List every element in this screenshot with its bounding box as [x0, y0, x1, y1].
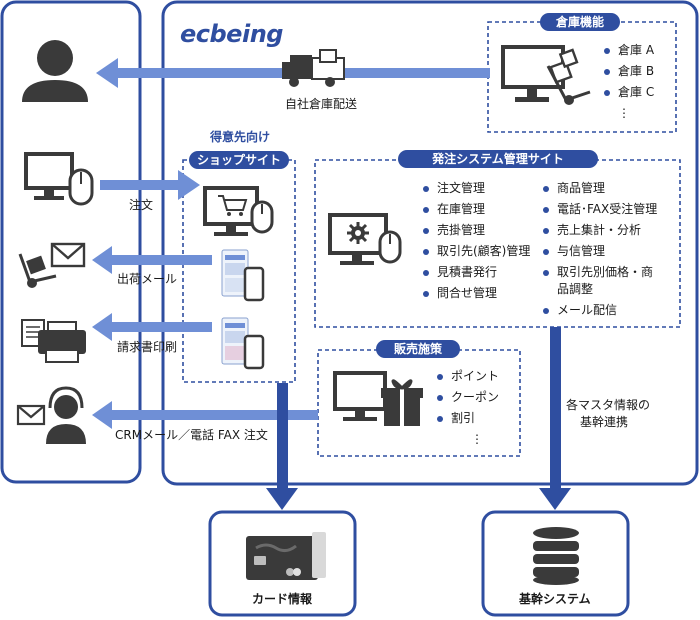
order-system-item: 取引先別価格・商品調整 [543, 262, 661, 300]
order-system-item: メール配信 [543, 300, 661, 321]
delivery-label: 自社倉庫配送 [285, 97, 358, 111]
brand-logo: ecbeing [180, 20, 283, 48]
card-label: カード情報 [252, 592, 313, 606]
order-system-item: 電話･FAX受注管理 [543, 199, 661, 220]
order-system-item: 問合せ管理 [423, 283, 530, 304]
shop-subtitle: 得意先向け [210, 130, 271, 144]
order-system-item: 売上集計・分析 [543, 220, 661, 241]
sales-title: 販売施策 [376, 340, 460, 358]
monitor-gear-icon [328, 213, 402, 265]
warehouse-item: 倉庫 C [604, 82, 654, 103]
order-system-item: 見積書発行 [423, 262, 530, 283]
warehouse-item: 倉庫 A [604, 40, 654, 61]
sales-item: 割引 [437, 408, 499, 429]
warehouse-item: 倉庫 B [604, 61, 654, 82]
printer-icon [21, 319, 86, 363]
customer-panel [0, 0, 142, 484]
headset-operator-icon [16, 386, 86, 444]
credit-card-icon [246, 532, 326, 580]
arrows-dark [266, 327, 571, 510]
order-system-item: 売掛管理 [423, 220, 530, 241]
platform-panel [161, 0, 699, 486]
database-icon [533, 527, 579, 585]
hand-truck-icon [501, 45, 591, 105]
shop-title: ショップサイト [189, 151, 289, 169]
sales-item: ポイント [437, 366, 499, 387]
warehouse-title: 倉庫機能 [540, 13, 620, 31]
monitor-gift-icon [333, 371, 423, 426]
order-system-item: 取引先(顧客)管理 [423, 241, 530, 262]
flow-master-label-1: 各マスタ情報の [566, 398, 651, 412]
order-system-col2: 商品管理 電話･FAX受注管理 売上集計・分析 与信管理 取引先別価格・商品調整… [543, 178, 661, 321]
flow-order-label: 注文 [129, 198, 154, 212]
core-label: 基幹システム [519, 592, 591, 606]
flow-crm-label: CRMメール／電話 FAX 注文 [115, 428, 268, 442]
warehouse-item-more: ⋮ [618, 106, 630, 120]
monitor-cart-icon [203, 186, 274, 236]
sales-item-more: ⋮ [471, 432, 483, 446]
arrows-light [92, 58, 490, 429]
order-system-item: 与信管理 [543, 241, 661, 262]
order-system-item: 注文管理 [423, 178, 530, 199]
flow-ship-mail-label: 出荷メール [117, 272, 178, 286]
smartphone-icon [221, 249, 265, 370]
monitor-mouse-icon [24, 152, 94, 206]
mail-icon [18, 242, 86, 288]
delivery-truck-icon [282, 49, 345, 87]
order-system-item: 商品管理 [543, 178, 661, 199]
flow-invoice-label: 請求書印刷 [117, 340, 178, 354]
flow-master-label-2: 基幹連携 [580, 415, 629, 429]
order-system-col1: 注文管理 在庫管理 売掛管理 取引先(顧客)管理 見積書発行 問合せ管理 [423, 178, 530, 304]
sales-item: クーポン [437, 387, 499, 408]
user-icon [22, 40, 88, 102]
order-system-title: 発注システム管理サイト [398, 150, 598, 168]
sales-list: ポイント クーポン 割引 ⋮ [437, 366, 499, 450]
order-system-item: 在庫管理 [423, 199, 530, 220]
warehouse-list: 倉庫 A 倉庫 B 倉庫 C ⋮ [604, 40, 654, 124]
